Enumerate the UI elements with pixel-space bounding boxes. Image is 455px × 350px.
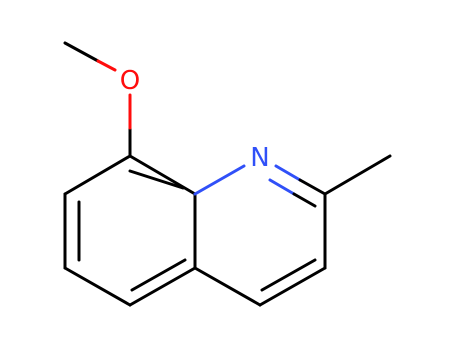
bond-c8a-n-blue xyxy=(193,164,246,196)
bond-n-c2-inner xyxy=(292,192,317,208)
bond-c4-c3 xyxy=(258,266,327,307)
atom-label-nitrogen: N xyxy=(250,143,269,173)
bond-c4a-c4 xyxy=(193,266,262,307)
hetero-bond-group xyxy=(96,59,327,208)
bond-n-c2 xyxy=(298,178,327,196)
bond-methyl-o xyxy=(63,41,100,63)
bond-group xyxy=(63,41,392,307)
bond-c6-c5 xyxy=(63,266,132,307)
bond-methyl-o-red xyxy=(96,59,117,72)
bond-c8-c7 xyxy=(63,154,132,196)
bond-c2-methyl xyxy=(323,154,392,196)
atom-label-oxygen: O xyxy=(120,66,140,96)
bond-c5-c4a xyxy=(128,266,197,307)
bond-c8a-c8-inner xyxy=(128,169,185,190)
bond-n-c2-blue-inner xyxy=(268,178,296,196)
bond-c5-c4a-inner xyxy=(130,258,187,292)
bond-n-c2-blue xyxy=(274,164,302,182)
bond-c4-c3-inner xyxy=(260,258,317,292)
